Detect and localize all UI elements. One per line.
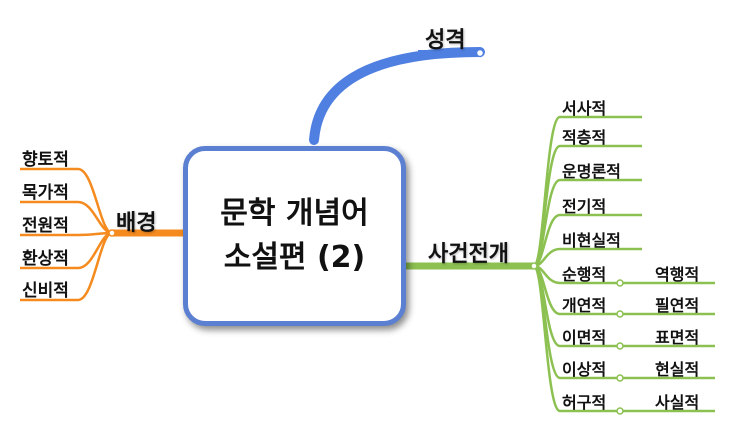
- top-branch-connector: [309, 47, 485, 145]
- top-branch-expand-node: [475, 48, 485, 58]
- right-pair-node: [616, 310, 624, 318]
- left-leaf-2[interactable]: 목가적: [22, 183, 69, 203]
- right-pair-left-5[interactable]: 허구적: [562, 393, 607, 412]
- right-leaf-3[interactable]: 운명론적: [562, 162, 621, 181]
- left-leaf-connector: [20, 231, 113, 302]
- branch-label-right[interactable]: 사건전개: [428, 242, 509, 267]
- right-branch-node: [530, 262, 538, 270]
- right-pair-left-2[interactable]: 개연적: [562, 296, 607, 315]
- right-pair-node: [616, 374, 624, 382]
- left-leaf-3[interactable]: 전원적: [22, 216, 69, 236]
- left-leaf-5[interactable]: 신비적: [22, 281, 69, 301]
- right-pair-right-1[interactable]: 역행적: [655, 265, 700, 284]
- left-leaf-4[interactable]: 환상적: [22, 249, 69, 269]
- right-pair-node: [616, 342, 624, 350]
- right-leaf-2[interactable]: 적층적: [562, 128, 607, 147]
- right-pair-node: [616, 279, 624, 287]
- left-branch-node: [108, 229, 116, 237]
- right-leaf-5[interactable]: 비현실적: [562, 231, 621, 250]
- top-branch-curve: [309, 47, 485, 145]
- central-topic-line1: 문학 개념어: [220, 196, 369, 231]
- right-pair-left-3[interactable]: 이면적: [562, 328, 607, 347]
- branch-label-top[interactable]: 성격: [425, 28, 466, 53]
- right-pair-left-1[interactable]: 순행적: [562, 265, 607, 284]
- right-pair-right-2[interactable]: 필연적: [655, 296, 700, 315]
- right-pair-right-5[interactable]: 사실적: [655, 393, 700, 412]
- right-pair-connector: [532, 264, 620, 413]
- left-branch-connectors: [20, 167, 184, 302]
- branch-label-left[interactable]: 배경: [116, 211, 157, 236]
- right-leaf-4[interactable]: 전기적: [562, 197, 607, 216]
- left-leaf-1[interactable]: 향토적: [22, 150, 69, 170]
- central-topic-box[interactable]: 문학 개념어 소설편 (2): [183, 146, 406, 326]
- central-topic-line2: 소설편 (2): [223, 240, 366, 275]
- right-leaf-1[interactable]: 서사적: [562, 99, 607, 118]
- right-pair-right-4[interactable]: 현실적: [655, 360, 700, 379]
- right-pair-node: [616, 407, 624, 415]
- right-pair-right-3[interactable]: 표면적: [655, 328, 700, 347]
- right-pair-left-4[interactable]: 이상적: [562, 360, 607, 379]
- right-branch-connectors: [406, 115, 715, 415]
